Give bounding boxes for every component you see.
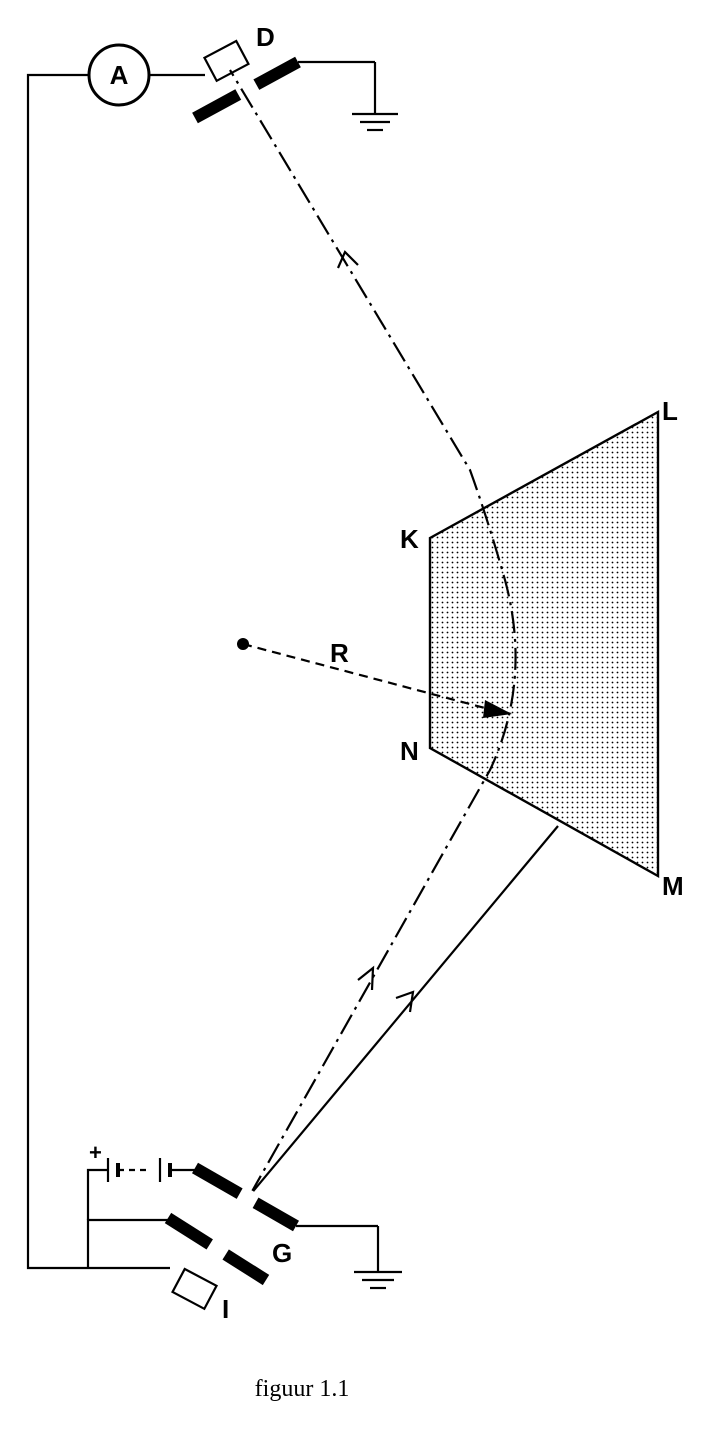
radius: R [237,638,512,718]
corner-k-label: K [400,524,419,554]
plate-upper-bottom [192,1162,378,1232]
corner-n-label: N [400,736,419,766]
source-i: I [171,1267,229,1324]
figure-caption: figuur 1.1 [255,1376,350,1402]
ammeter: A [87,43,151,107]
straight-ray [249,825,559,1196]
ground-bottom [354,1226,402,1290]
radius-label: R [330,638,349,668]
ammeter-label: A [110,60,129,90]
particle-path [229,69,517,1196]
detector-label: D [256,22,275,52]
plate-g-label: G [272,1238,292,1268]
corner-l-label: L [662,396,678,426]
arrow-up-icon [336,250,359,269]
detector-d: D [192,22,375,124]
plate-klmn: K L M N [400,396,684,901]
source-label: I [222,1294,229,1324]
plate-g: G [164,1212,292,1286]
circuit-wire [26,73,205,1270]
path-arrow-icons [336,250,375,991]
arrow-up-icon [395,990,415,1013]
battery: + [89,1140,195,1182]
ground-top [352,62,398,132]
arrow-up-icon [357,965,375,991]
battery-plus-label: + [89,1140,102,1165]
corner-m-label: M [662,871,684,901]
arrow-right-icon [483,700,512,718]
